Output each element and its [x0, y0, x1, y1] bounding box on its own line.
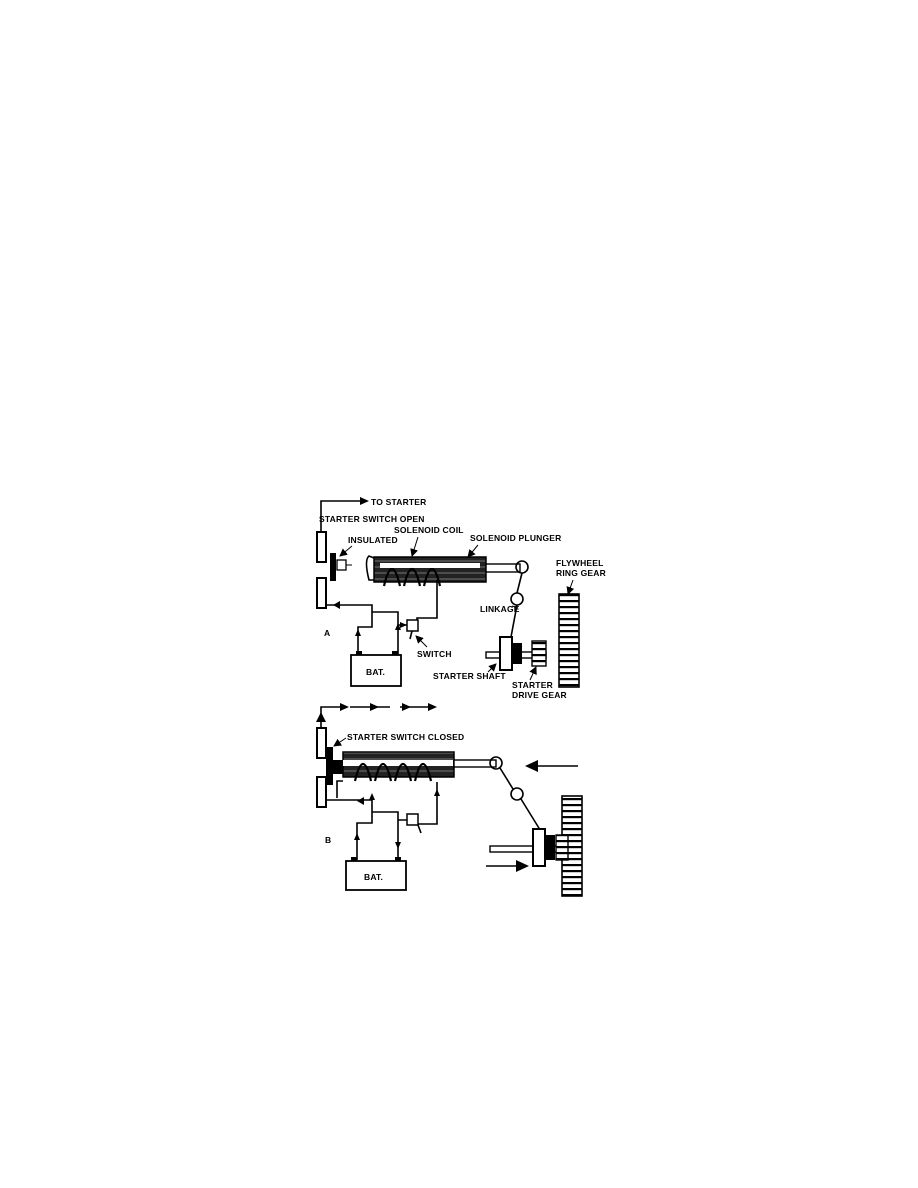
switch-bar-a — [330, 553, 336, 581]
circuit-wires-a — [326, 580, 438, 655]
plunger-rod-b — [453, 759, 497, 768]
lower-contact-a — [316, 577, 327, 609]
solenoid-coil-winding-a — [382, 567, 442, 587]
label-drive-gear-1: STARTER — [512, 680, 553, 690]
label-solenoid-coil: SOLENOID COIL — [394, 525, 464, 535]
label-flywheel-1: FLYWHEEL — [556, 558, 604, 568]
label-starter-shaft: STARTER SHAFT — [433, 671, 506, 681]
label-starter-switch-open: STARTER SWITCH OPEN — [319, 514, 425, 524]
circuit-wires-b — [326, 780, 438, 860]
battery-label-b: BAT. — [364, 872, 383, 882]
label-solenoid-plunger: SOLENOID PLUNGER — [470, 533, 562, 543]
label-switch: SWITCH — [417, 649, 452, 659]
label-insulated: INSULATED — [348, 535, 398, 545]
panel-letter-b: B — [325, 835, 331, 845]
label-drive-gear-2: DRIVE GEAR — [512, 690, 567, 700]
label-linkage: LINKAGE — [480, 604, 520, 614]
switch-b — [406, 813, 419, 826]
drive-gear-a — [531, 640, 547, 667]
upper-contact-a — [316, 531, 327, 563]
flywheel-ring-gear-a — [558, 593, 580, 688]
solenoid-coil-winding-b — [353, 762, 433, 782]
panel-letter-a: A — [324, 628, 330, 638]
arrow-to-starter-a — [360, 497, 369, 505]
insulator-a — [336, 559, 347, 571]
diagram-a: TO STARTER STARTER SWITCH OPEN INSULATED… — [316, 497, 606, 700]
plunger-rod-a — [485, 563, 521, 573]
wire-to-starter-a — [320, 500, 360, 532]
battery-label-a: BAT. — [366, 667, 385, 677]
coil-hook-a — [365, 555, 375, 581]
drive-gear-b — [555, 834, 569, 861]
switch-a — [406, 619, 419, 632]
switch-bar-b — [326, 747, 333, 785]
label-starter-switch-closed: STARTER SWITCH CLOSED — [347, 732, 464, 742]
battery-a — [350, 654, 402, 687]
label-to-starter: TO STARTER — [371, 497, 427, 507]
label-flywheel-2: RING GEAR — [556, 568, 606, 578]
battery-b — [345, 860, 407, 891]
wire-to-starter-b — [320, 706, 432, 728]
diagram-b: STARTER SWITCH CLOSED — [316, 703, 583, 897]
